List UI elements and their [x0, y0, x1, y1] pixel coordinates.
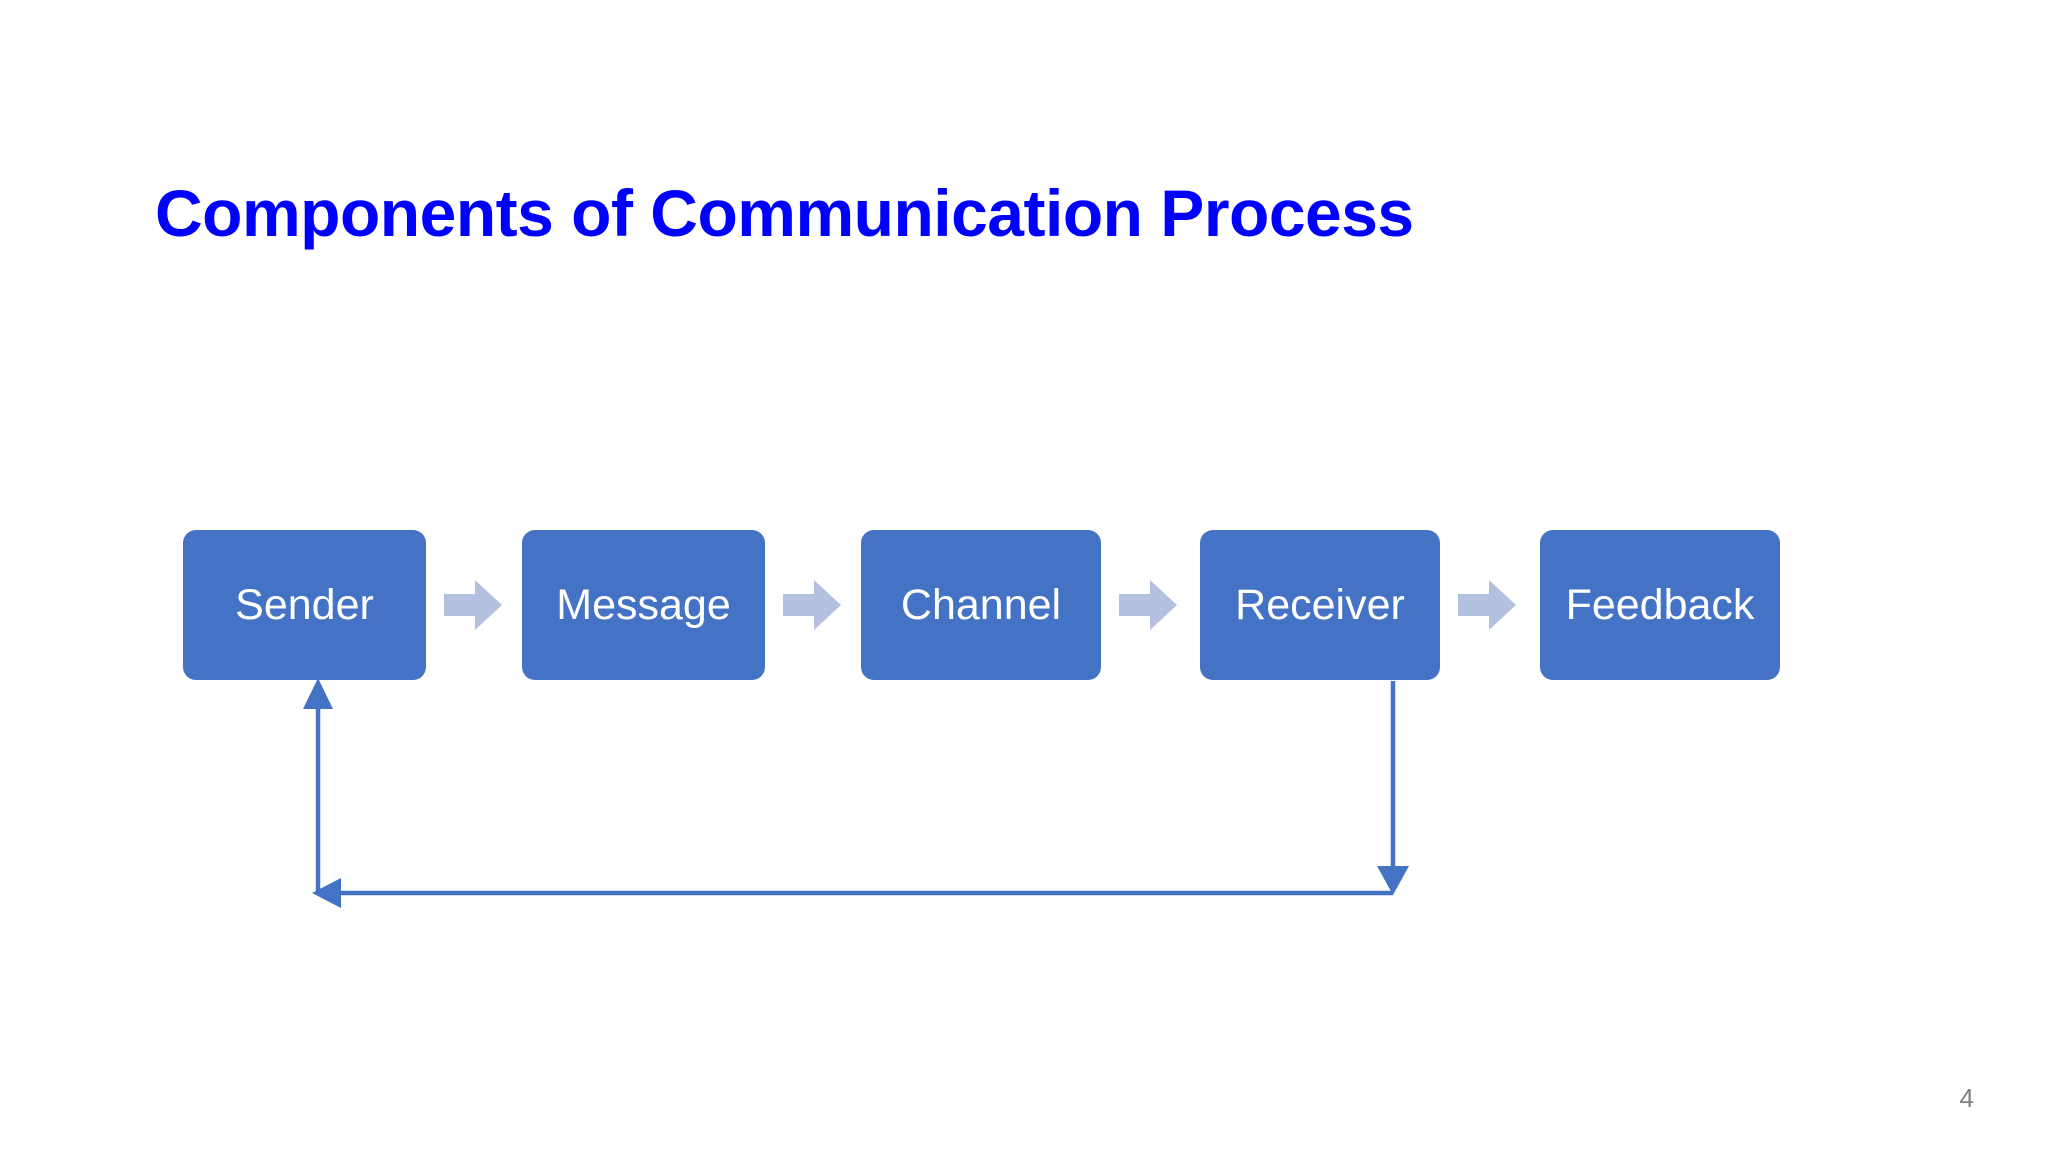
- process-step-feedback[interactable]: Feedback: [1540, 530, 1780, 680]
- process-step-message[interactable]: Message: [522, 530, 765, 680]
- right-arrow-icon: [1458, 580, 1516, 630]
- process-step-label: Feedback: [1565, 580, 1755, 629]
- process-step-sender[interactable]: Sender: [183, 530, 426, 680]
- process-step-label: Receiver: [1235, 580, 1405, 629]
- right-arrow-icon: [783, 580, 841, 630]
- page-number: 4: [1959, 1083, 1974, 1113]
- process-step-receiver[interactable]: Receiver: [1200, 530, 1440, 680]
- process-step-channel[interactable]: Channel: [861, 530, 1101, 680]
- process-step-label: Message: [556, 580, 731, 629]
- feedback-arrowhead-down: [1377, 866, 1409, 895]
- process-step-label: Sender: [235, 580, 374, 629]
- page-title: Components of Communication Process: [155, 176, 1414, 250]
- right-arrow-icon: [444, 580, 502, 630]
- process-step-label: Channel: [900, 580, 1062, 629]
- feedback-arrowhead-left: [312, 878, 341, 908]
- right-arrow-icon: [1119, 580, 1177, 630]
- feedback-arrowhead-up: [303, 678, 333, 709]
